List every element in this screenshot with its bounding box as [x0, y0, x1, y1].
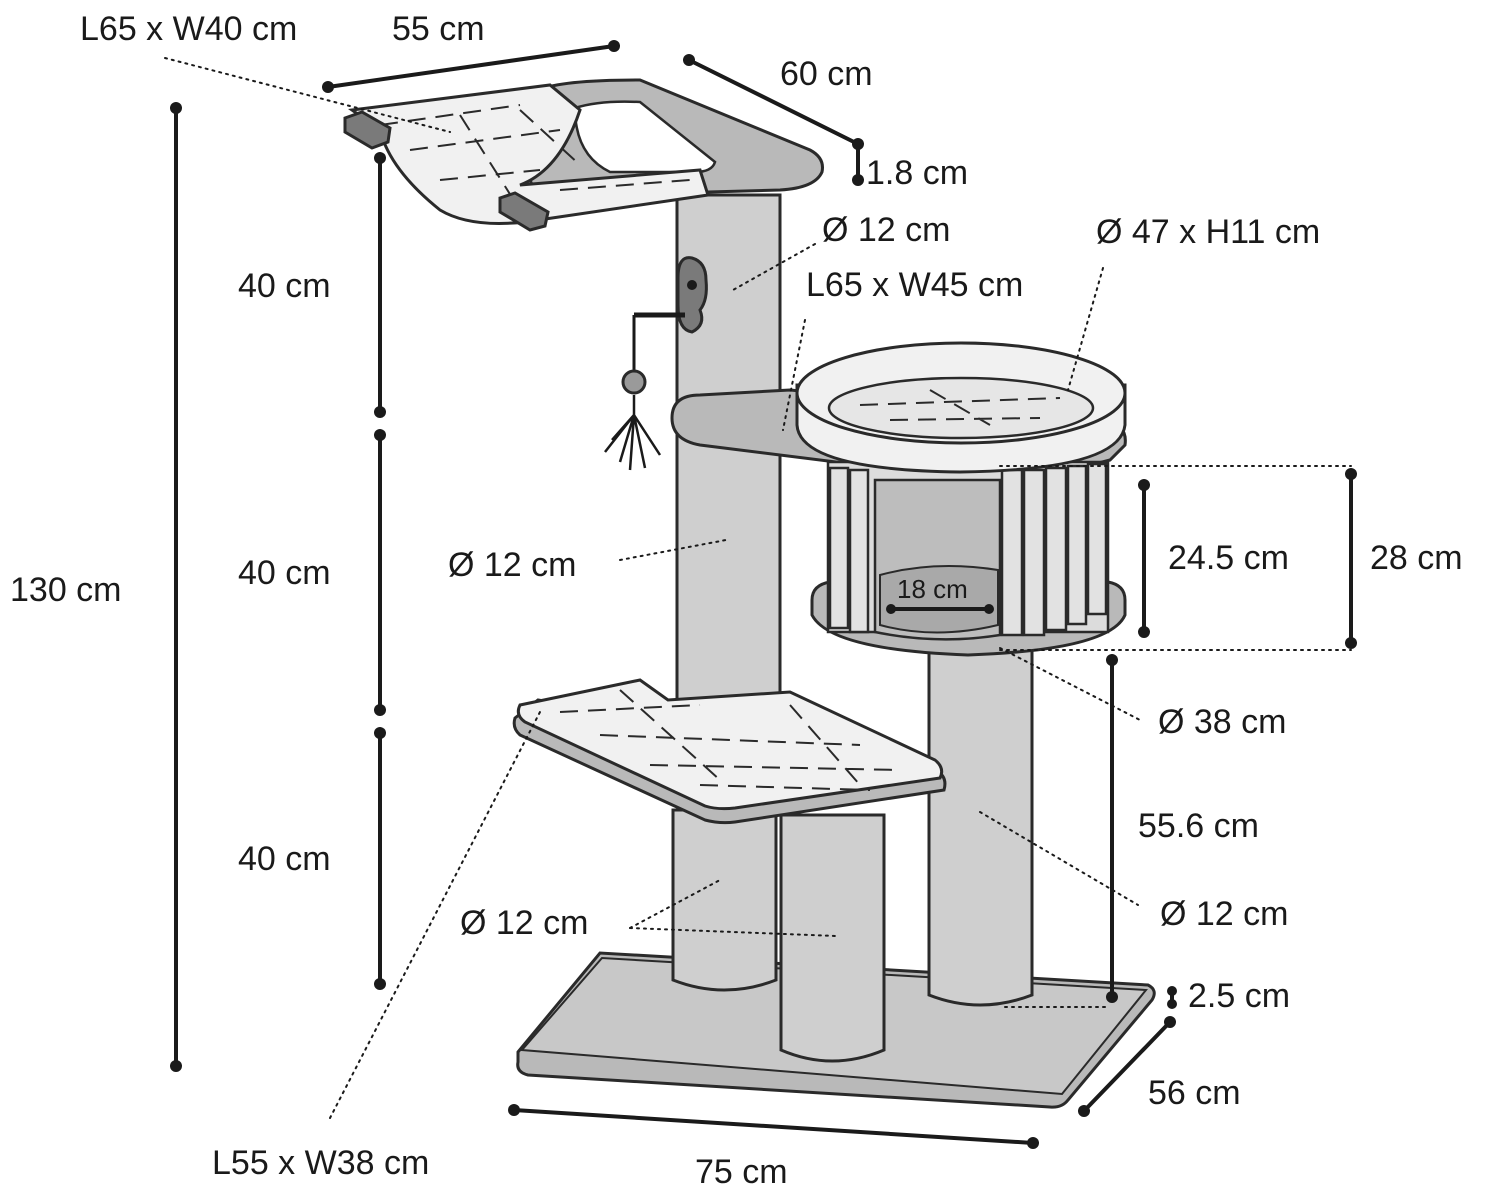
bed-size-label: Ø 47 x H11 cm [1096, 213, 1320, 251]
labels: L65 x W40 cm 55 cm 60 cm 1.8 cm Ø 12 cm … [10, 10, 1463, 1191]
right-post [927, 638, 1034, 1007]
top-width-label: 55 cm [392, 10, 485, 48]
total-height-label: 130 cm [10, 571, 122, 609]
cat-tree-illustration [343, 78, 1156, 1109]
middle-post-diameter-label: Ø 12 cm [448, 546, 576, 584]
cave-opening-label: 18 cm [897, 574, 968, 604]
toy-feather [604, 395, 662, 471]
lower-posts-diameter-label: Ø 12 cm [460, 904, 588, 942]
hammock-fabric [348, 83, 710, 225]
hammock-bar-left [343, 110, 392, 150]
base-width-label: 75 cm [695, 1153, 788, 1191]
segment-bottom-label: 40 cm [238, 840, 331, 878]
leader-lines [164, 57, 1352, 1119]
right-post-height-label: 55.6 cm [1138, 807, 1259, 845]
lower-post-left [671, 808, 778, 992]
cave-slats [828, 462, 1108, 637]
bed-stitching [859, 389, 1061, 426]
toy-ball [621, 369, 647, 395]
base-thickness-label: 2.5 cm [1188, 977, 1290, 1015]
cave-outer-height-label: 28 cm [1370, 539, 1463, 577]
toy-mount [676, 256, 708, 334]
dimension-lines [170, 40, 1357, 1149]
right-post-diameter-label: Ø 12 cm [1160, 895, 1288, 933]
lower-platform-cushion [516, 678, 944, 811]
hammock-stitching [379, 104, 691, 211]
middle-platform-size-label: L65 x W45 cm [806, 266, 1023, 304]
round-bed [795, 341, 1127, 474]
lower-platform-size-label: L55 x W38 cm [212, 1144, 429, 1182]
hammock-bar-right [498, 191, 550, 232]
top-post-diameter-label: Ø 12 cm [822, 211, 950, 249]
cave-diameter-label: Ø 38 cm [1158, 703, 1286, 741]
cave-inner-height-label: 24.5 cm [1168, 539, 1289, 577]
lower-post-front [779, 813, 886, 1063]
toy-mount-hole [687, 280, 697, 290]
top-depth-label: 60 cm [780, 55, 873, 93]
lower-platform-stitching [559, 689, 901, 791]
top-platform-hole [573, 100, 717, 174]
cave-floor-cushion [879, 565, 999, 634]
segment-middle-label: 40 cm [238, 554, 331, 592]
base-depth-label: 56 cm [1148, 1074, 1241, 1112]
segment-top-label: 40 cm [238, 267, 331, 305]
cave-structure [810, 460, 1127, 657]
hammock [343, 83, 710, 232]
top-thickness-label: 1.8 cm [866, 154, 968, 192]
hammock-size-label: L65 x W40 cm [80, 10, 297, 48]
